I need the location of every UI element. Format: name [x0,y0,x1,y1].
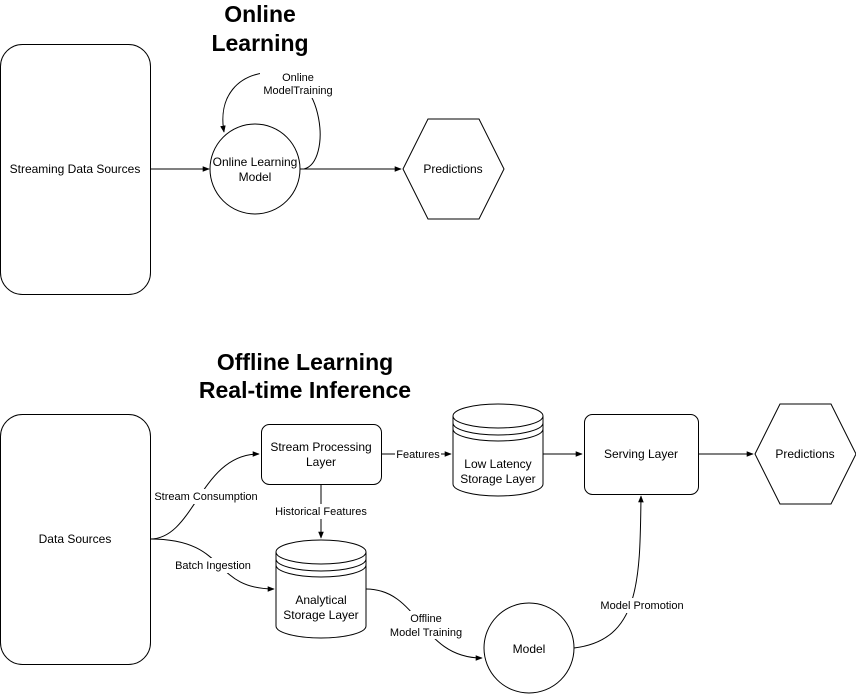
offline-predictions-node[interactable] [754,403,856,505]
edge-label-online-training-line2: ModelTraining [263,85,332,97]
edge-label-batch-ingestion: Batch Ingestion [175,560,251,572]
analytical-storage-node[interactable] [275,539,367,639]
online-learning-model-label-line1: Online Learning [213,155,298,169]
edge-label-offline-training-line1: Offline [410,613,442,625]
streaming-data-sources-label: Streaming Data Sources [10,162,141,176]
edge-label-model-promotion: Model Promotion [600,600,683,612]
low-latency-storage-label-line2: Storage Layer [460,472,535,486]
edge-label-online-training-line1: Online [282,72,314,84]
data-sources-label: Data Sources [39,532,112,546]
model-label: Model [513,642,546,656]
offline-title-line1: Offline Learning [217,349,393,375]
analytical-storage-label-line1: Analytical [295,593,346,607]
stream-processing-layer-label-line2: Layer [306,455,336,469]
edge-model-promotion [573,495,644,649]
analytical-storage-label-line2: Storage Layer [283,608,358,622]
serving-layer-label: Serving Layer [604,447,678,461]
online-title-line1: Online [224,1,296,27]
edge-label-stream-consumption: Stream Consumption [154,491,257,503]
low-latency-storage-node[interactable] [452,403,544,497]
online-learning-model-label-line2: Model [239,170,272,184]
low-latency-storage-label-line1: Low Latency [464,457,531,471]
offline-title-line2: Real-time Inference [199,377,411,403]
online-predictions-label: Predictions [423,162,482,176]
stream-processing-layer-label-line1: Stream Processing [270,440,371,454]
online-title-line2: Learning [211,30,308,56]
edge-label-offline-training-line2: Model Training [390,627,462,639]
online-predictions-node[interactable] [402,118,505,220]
offline-predictions-label: Predictions [775,447,834,461]
edge-label-features: Features [396,449,440,461]
online-learning-model-node[interactable] [209,123,301,215]
edge-label-historical-features: Historical Features [275,506,367,518]
